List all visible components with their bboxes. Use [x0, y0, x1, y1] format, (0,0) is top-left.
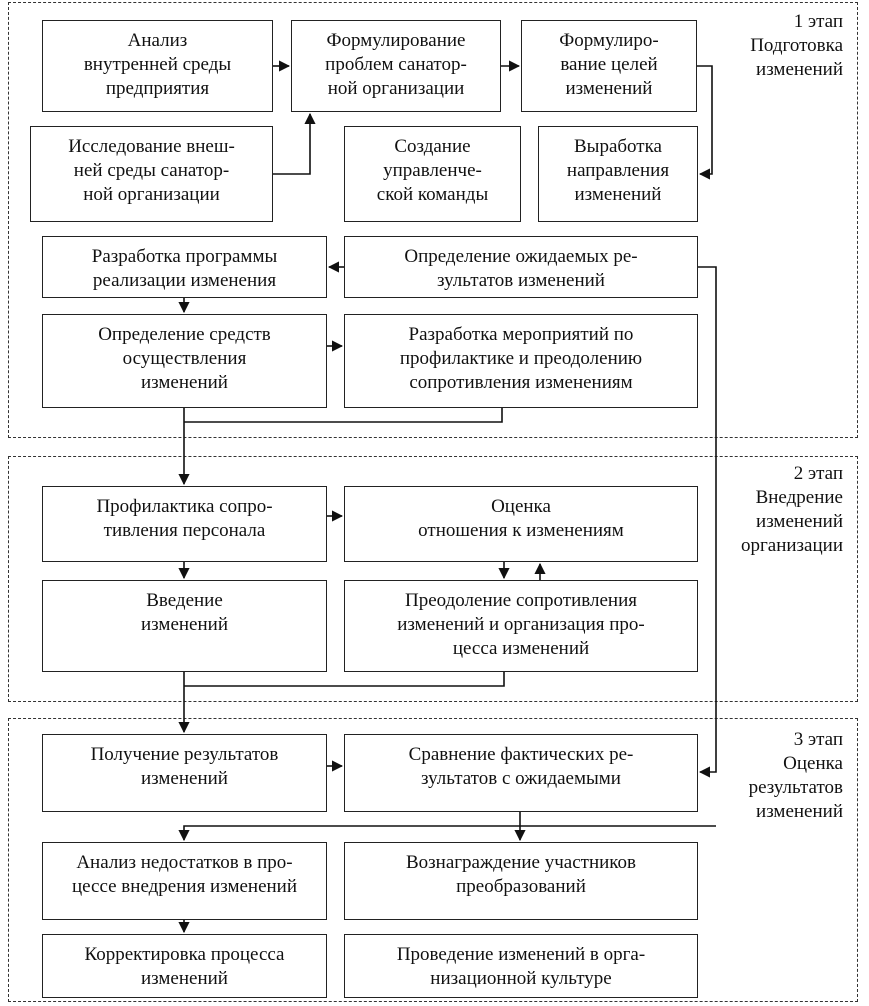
stage-1-label: 1 этап Подготовка изменений [750, 11, 843, 80]
change-directions-text: Выработка направления изменений [566, 136, 670, 205]
stage-3-container [8, 718, 858, 1002]
stage-3-label: 3 этап Оценка результатов изменений [748, 729, 843, 822]
problem-formulation-box: Формулирование проблем санатор- ной орга… [291, 20, 501, 112]
means-definition-text: Определение средств осуществления измене… [98, 324, 271, 393]
change-introduction-text: Введение изменений [141, 590, 228, 635]
internal-analysis-box: Анализ внутренней среды предприятия [42, 20, 273, 112]
problem-formulation-text: Формулирование проблем санатор- ной орга… [325, 30, 467, 99]
culture-changes-box: Проведение изменений в орга- низационной… [344, 934, 698, 998]
means-definition-box: Определение средств осуществления измене… [42, 314, 327, 408]
goals-formulation-box: Формулиро- вание целей изменений [521, 20, 697, 112]
external-research-box: Исследование внеш- ней среды санатор- но… [30, 126, 273, 222]
change-directions-box: Выработка направления изменений [538, 126, 698, 222]
results-obtaining-box: Получение результатов изменений [42, 734, 327, 812]
resistance-measures-box: Разработка мероприятий по профилактике и… [344, 314, 698, 408]
shortcomings-analysis-text: Анализ недостатков в про- цессе внедрени… [71, 852, 298, 897]
attitude-assessment-text: Оценка отношения к изменениям [418, 496, 624, 541]
stage-2-label: 2 этап Внедрение изменений организации [740, 463, 843, 556]
shortcomings-analysis-box: Анализ недостатков в про- цессе внедрени… [42, 842, 327, 920]
external-research-text: Исследование внеш- ней среды санатор- но… [68, 136, 235, 205]
attitude-assessment-box: Оценка отношения к изменениям [344, 486, 698, 562]
program-development-box: Разработка программы реализации изменени… [42, 236, 327, 298]
change-introduction-box: Введение изменений [42, 580, 327, 672]
stage-1-container [8, 2, 858, 438]
results-comparison-box: Сравнение фактических ре- зультатов с ож… [344, 734, 698, 812]
resistance-prevention-text: Профилактика сопро- тивления персонала [96, 496, 273, 541]
resistance-overcoming-text: Преодоление сопротивления изменений и ор… [397, 590, 645, 659]
management-team-box: Создание управленче- ской команды [344, 126, 521, 222]
participants-reward-box: Вознаграждение участников преобразований [344, 842, 698, 920]
resistance-measures-text: Разработка мероприятий по профилактике и… [399, 324, 643, 393]
process-correction-text: Корректировка процесса изменений [84, 944, 285, 989]
results-comparison-text: Сравнение фактических ре- зультатов с ож… [408, 744, 634, 789]
goals-formulation-text: Формулиро- вание целей изменений [559, 30, 659, 99]
process-correction-box: Корректировка процесса изменений [42, 934, 327, 998]
program-development-text: Разработка программы реализации изменени… [91, 246, 278, 291]
culture-changes-text: Проведение изменений в орга- низационной… [396, 944, 646, 989]
resistance-overcoming-box: Преодоление сопротивления изменений и ор… [344, 580, 698, 672]
results-obtaining-text: Получение результатов изменений [90, 744, 279, 789]
resistance-prevention-box: Профилактика сопро- тивления персонала [42, 486, 327, 562]
participants-reward-text: Вознаграждение участников преобразований [405, 852, 637, 897]
stage-2-container [8, 456, 858, 702]
expected-results-box: Определение ожидаемых ре- зультатов изме… [344, 236, 698, 298]
internal-analysis-text: Анализ внутренней среды предприятия [83, 30, 232, 99]
management-team-text: Создание управленче- ской команды [376, 136, 489, 205]
expected-results-text: Определение ожидаемых ре- зультатов изме… [404, 246, 638, 291]
